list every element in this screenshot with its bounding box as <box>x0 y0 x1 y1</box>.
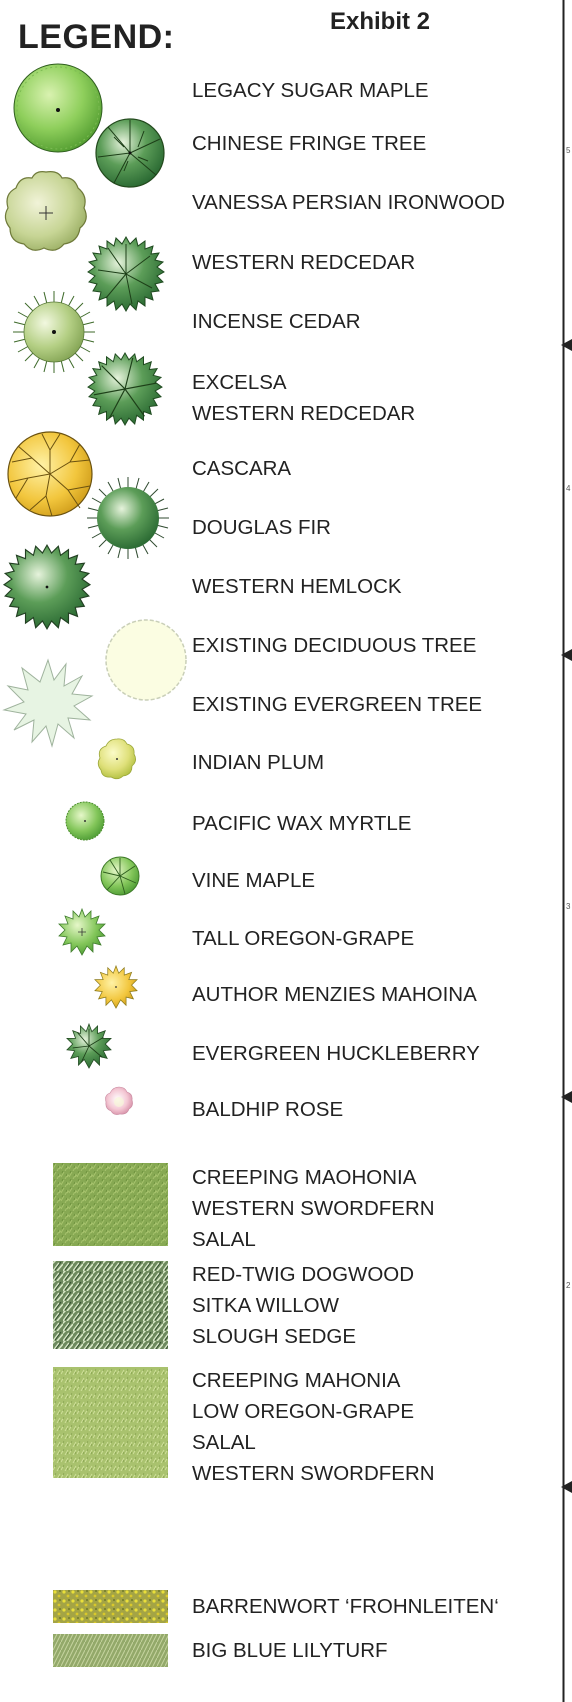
label-baldhip-rose: BALDHIP ROSE <box>192 1099 343 1121</box>
groundcover-3-line-4: WESTERN SWORDFERN <box>192 1458 435 1489</box>
label-groundcover-4: BARRENWORT ‘FROHNLEITEN‘ <box>192 1596 499 1618</box>
groundcover-1-line-2: WESTERN SWORDFERN <box>192 1193 435 1224</box>
label-existing-evergreen: EXISTING EVERGREEN TREE <box>192 694 482 716</box>
huckleberry-icon <box>66 1023 112 1069</box>
groundcover-2-line-1: RED-TWIG DOGWOOD <box>192 1259 414 1290</box>
frame-number-5: 5 <box>566 146 570 155</box>
groundcover-1-line-3: SALAL <box>192 1224 435 1255</box>
groundcover-swatch-2 <box>53 1261 168 1349</box>
groundcover-swatch-4 <box>53 1590 168 1623</box>
label-cascara: CASCARA <box>192 458 291 480</box>
menzies-mahonia-icon <box>94 965 138 1009</box>
label-ironwood: VANESSA PERSIAN IRONWOOD <box>192 192 505 214</box>
excelsa-redcedar-icon <box>88 352 162 426</box>
groundcover-3-line-3: SALAL <box>192 1427 435 1458</box>
label-incense-cedar: INCENSE CEDAR <box>192 311 361 333</box>
label-vine-maple: VINE MAPLE <box>192 870 315 892</box>
label-existing-deciduous: EXISTING DECIDUOUS TREE <box>192 635 476 657</box>
label-redcedar: WESTERN REDCEDAR <box>192 252 415 274</box>
label-douglas-fir: DOUGLAS FIR <box>192 517 331 539</box>
label-groundcover-3: CREEPING MAHONIA LOW OREGON-GRAPE SALAL … <box>192 1365 435 1489</box>
existing-evergreen-icon <box>2 658 94 750</box>
label-groundcover-2: RED-TWIG DOGWOOD SITKA WILLOW SLOUGH SED… <box>192 1259 414 1352</box>
legend-title: LEGEND: <box>18 20 175 54</box>
ironwood-icon <box>2 168 90 254</box>
indian-plum-icon <box>96 737 138 781</box>
label-oregon-grape: TALL OREGON-GRAPE <box>192 928 414 950</box>
sheet-border <box>561 0 572 1702</box>
hemlock-icon <box>4 544 90 630</box>
groundcover-swatch-3 <box>53 1367 168 1478</box>
label-menzies-mahonia: AUTHOR MENZIES MAHOINA <box>192 984 477 1006</box>
frame-number-4: 4 <box>566 484 570 493</box>
frame-number-2: 2 <box>566 1281 570 1290</box>
label-hemlock: WESTERN HEMLOCK <box>192 576 402 598</box>
vine-maple-icon <box>99 855 141 897</box>
label-indian-plum: INDIAN PLUM <box>192 752 324 774</box>
label-excelsa-redcedar: EXCELSA WESTERN REDCEDAR <box>192 367 415 429</box>
baldhip-rose-icon <box>104 1086 134 1116</box>
groundcover-swatch-1 <box>53 1163 168 1246</box>
label-groundcover-1: CREEPING MAOHONIA WESTERN SWORDFERN SALA… <box>192 1162 435 1255</box>
label-groundcover-5: BIG BLUE LILYTURF <box>192 1640 388 1662</box>
incense-cedar-icon <box>12 290 96 374</box>
label-sugar-maple: LEGACY SUGAR MAPLE <box>192 80 429 102</box>
groundcover-3-line-2: LOW OREGON-GRAPE <box>192 1396 435 1427</box>
label-excelsa-line-1: EXCELSA <box>192 367 415 398</box>
redcedar-icon <box>88 236 164 312</box>
cascara-icon <box>6 430 94 518</box>
groundcover-2-line-2: SITKA WILLOW <box>192 1290 414 1321</box>
label-excelsa-line-2: WESTERN REDCEDAR <box>192 398 415 429</box>
groundcover-1-line-1: CREEPING MAOHONIA <box>192 1162 435 1193</box>
fringe-tree-icon <box>94 117 166 189</box>
exhibit-label: Exhibit 2 <box>330 10 430 34</box>
groundcover-3-line-1: CREEPING MAHONIA <box>192 1365 435 1396</box>
oregon-grape-icon <box>58 908 106 956</box>
sugar-maple-icon <box>12 62 104 154</box>
frame-number-3: 3 <box>566 902 570 911</box>
label-fringe-tree: CHINESE FRINGE TREE <box>192 133 426 155</box>
douglas-fir-icon <box>86 476 170 560</box>
label-huckleberry: EVERGREEN HUCKLEBERRY <box>192 1043 480 1065</box>
existing-deciduous-icon <box>104 618 188 702</box>
groundcover-swatch-5 <box>53 1634 168 1667</box>
label-wax-myrtle: PACIFIC WAX MYRTLE <box>192 813 411 835</box>
wax-myrtle-icon <box>64 800 106 842</box>
groundcover-2-line-3: SLOUGH SEDGE <box>192 1321 414 1352</box>
